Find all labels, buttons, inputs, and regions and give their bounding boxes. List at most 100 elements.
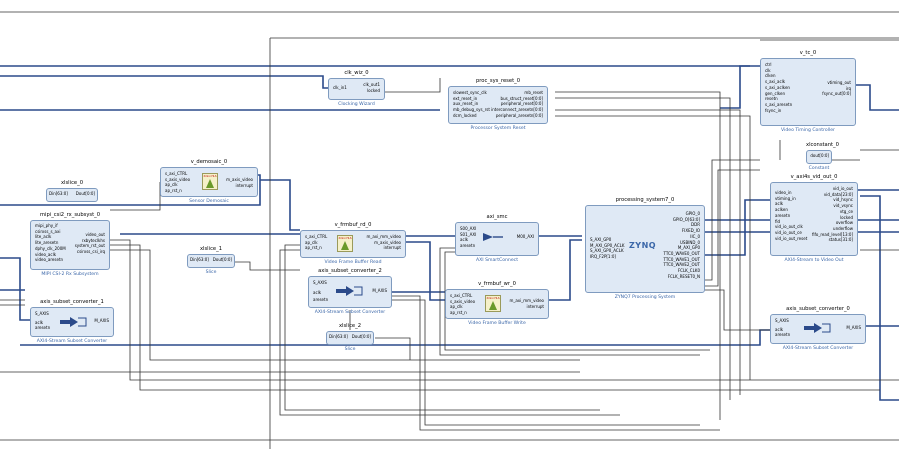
port[interactable]: locked [840,214,853,220]
port[interactable]: interrupt [526,303,544,309]
port[interactable]: ap_rst_n [305,245,322,251]
port[interactable]: vtiming_in [775,195,796,201]
port[interactable]: IIC_0 [690,233,700,239]
port[interactable]: video_in [775,190,792,195]
port[interactable]: FCLK_RESET0_N [667,273,700,279]
port[interactable]: aclk [775,326,784,332]
port[interactable]: aresetn [775,212,791,218]
port[interactable]: M_AXIS [94,318,109,323]
port[interactable]: fifo_read_level[13:0] [812,231,853,237]
port[interactable]: s_axi_aresetn [765,101,793,107]
port[interactable]: fsync_in [765,107,782,113]
port[interactable]: aclk [775,201,784,207]
port[interactable]: GPIO_0 [685,211,700,216]
port[interactable]: aresetn [775,332,791,338]
port[interactable]: Dout[0:0] [351,334,371,339]
port[interactable]: vid_vsync [833,203,853,209]
v-demosaic-block[interactable]: v_demosaic_0 s_axi_CTRL s_axis_video ap_… [160,159,258,204]
port[interactable]: s_axi_CTRL [305,234,328,239]
port[interactable]: dcm_locked [453,112,477,118]
port[interactable]: vid_io_out_clk [775,224,803,230]
v-axi4s-vid-out-block[interactable]: v_axi4s_vid_out_0 video_in vtiming_in ac… [770,174,858,263]
port[interactable]: mipi_phy_if [35,223,58,228]
port[interactable]: resetn [765,96,778,102]
port[interactable]: vid_io_out_reset [775,235,808,241]
port[interactable]: csirxss_s_axi [35,228,61,234]
xlconstant-block[interactable]: xlconstant_0 dout[0:0] Constant [806,142,839,171]
port[interactable]: M_AXI_GP0_ACLK [590,242,625,248]
axis-subset-converter-1-block[interactable]: axis_subset_converter_1 S_AXIS aclk ares… [30,299,114,344]
port[interactable]: mb_debug_sys_rst [453,107,490,113]
port[interactable]: Dout[0:0] [212,257,232,262]
port[interactable]: IRQ_F2P[1:0] [590,254,616,260]
port[interactable]: interconnect_aresetn[0:0] [491,107,543,113]
xlslice-0-block[interactable]: xlslice_0 Din[63:0] Dout[0:0] [46,180,98,202]
port[interactable]: clk [765,67,771,73]
port[interactable]: m_axi_mm_video [366,234,401,239]
port[interactable]: dphy_clk_200M [35,245,66,251]
port[interactable]: s_axi_CTRL [450,293,473,298]
port[interactable]: aclk [460,237,469,243]
port[interactable]: locked [367,87,380,93]
port[interactable]: aclk [35,319,44,325]
port[interactable]: aresetn [313,297,329,303]
port[interactable]: aux_reset_in [453,101,479,107]
port[interactable]: vtiming_out [827,80,851,85]
port[interactable]: m_axis_video [374,239,401,245]
port[interactable]: video_aclk [35,251,57,257]
port[interactable]: interrupt [383,245,401,251]
port[interactable]: TTC0_WAVE1_OUT [663,256,700,262]
port[interactable]: Dout[0:0] [75,191,95,196]
port[interactable]: s_axi_CTRL [165,171,188,176]
port[interactable]: interrupt [235,182,253,188]
port[interactable]: GPIO_O[63:0] [672,216,700,222]
port[interactable]: rxbyteclkhs [81,237,105,243]
xlslice-1-block[interactable]: xlslice_1 Din[63:0] Dout[0:0] Slice [187,246,235,275]
port[interactable]: S_AXIS [35,311,49,316]
port[interactable]: status[31:0] [828,237,853,243]
port[interactable]: clken [765,73,776,79]
port[interactable]: ap_rst_n [165,188,182,194]
port[interactable]: overflow [835,220,853,226]
v-frmbuf-wr-block[interactable]: v_frmbuf_wr_0 s_axi_CTRL s_axis_video ap… [445,281,549,326]
port[interactable]: system_rst_out [74,243,105,249]
port[interactable]: s_axis_video [165,176,191,182]
port[interactable]: video_aresetn [35,257,64,263]
port[interactable]: S_AXIS [775,318,789,323]
port[interactable]: s_axi_aclk [765,79,786,85]
port[interactable]: Din[63:0] [49,191,68,196]
port[interactable]: m_axi_mm_video [509,298,544,303]
port[interactable]: dout[0:0] [810,153,829,158]
port[interactable]: M00_AXI [516,234,534,239]
axis-subset-converter-0-block[interactable]: axis_subset_converter_0 S_AXIS aclk ares… [770,306,866,351]
xlslice-2-block[interactable]: xlslice_2 Din[63:0] Dout[0:0] Slice [326,323,374,352]
port[interactable]: clk_out1 [363,82,380,87]
port[interactable]: S01_AXI [460,231,477,237]
port[interactable]: TTC0_WAVE2_OUT [663,262,700,268]
port[interactable]: aresetn [35,325,51,331]
port[interactable]: irq [845,85,851,91]
port[interactable]: M_AXIS [846,325,861,330]
port[interactable]: peripheral_reset[0:0] [500,101,543,107]
mipi-csi2-rx-block[interactable]: mipi_csi2_rx_subsyst_0 mipi_phy_if csirx… [30,212,110,277]
port[interactable]: S00_AXI [460,226,477,231]
port[interactable]: vtg_ce [839,208,853,214]
clk-wiz-block[interactable]: clk_wiz_0 clk_in1 clk_out1 locked Clocki… [328,70,385,107]
port[interactable]: aclken [775,207,788,213]
port[interactable]: lite_aclk [35,234,52,240]
port[interactable]: vid_hsync [833,197,853,203]
v-frmbuf-rd-block[interactable]: v_frmbuf_rd_0 s_axi_CTRL ap_clk ap_rst_n… [300,222,406,265]
port[interactable]: underflow [833,225,853,231]
port[interactable]: fsync_out[0:0] [822,91,851,97]
port[interactable]: mb_reset [524,90,543,95]
port[interactable]: ap_clk [305,239,318,245]
port[interactable]: vid_io_out [832,186,853,191]
port[interactable]: lite_aresetn [35,240,59,246]
axis-subset-converter-2-block[interactable]: axis_subset_converter_2 S_AXIS aclk ares… [308,268,392,315]
proc-sys-reset-block[interactable]: proc_sys_reset_0 slowest_sync_clk ext_re… [448,78,548,131]
port[interactable]: gen_clken [765,90,786,96]
port[interactable]: fid [775,218,781,224]
port[interactable]: Din[63:0] [329,334,348,339]
port[interactable]: ctrl [765,62,772,67]
port[interactable]: M_AXI_GP0 [677,245,700,251]
